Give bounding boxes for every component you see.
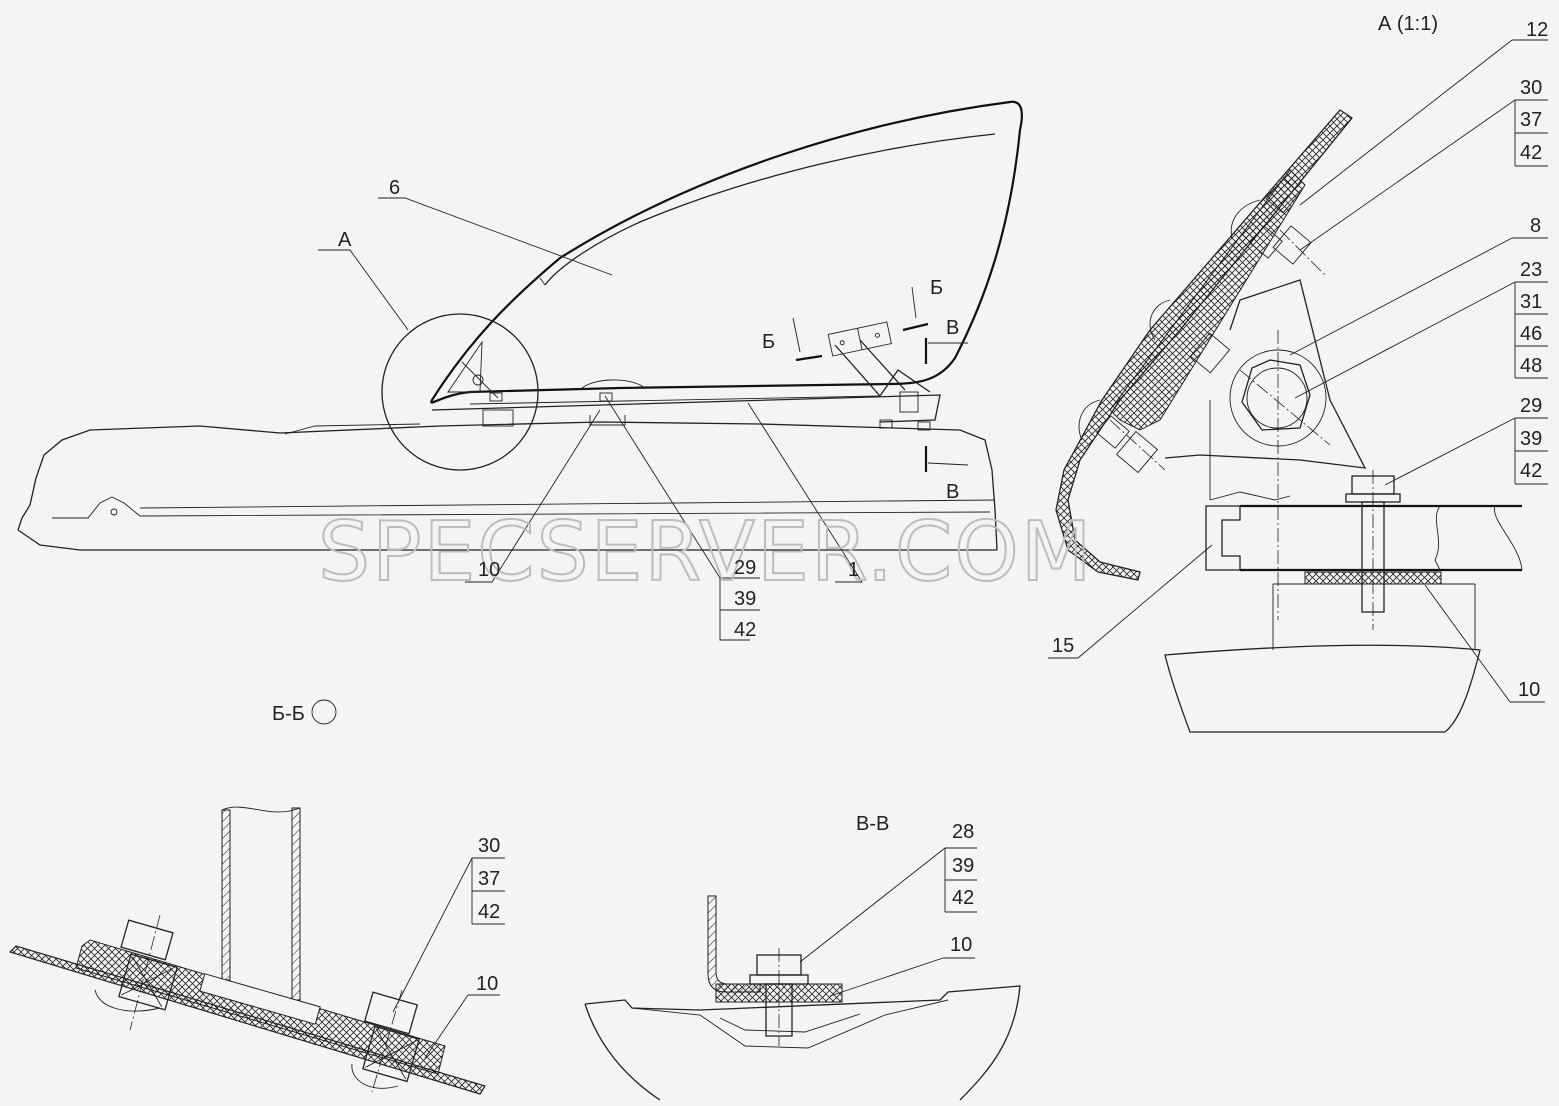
section-bb-title: Б-Б bbox=[272, 703, 305, 725]
detail-a-title: А (1:1) bbox=[1378, 13, 1438, 35]
callout-6: 6 bbox=[389, 177, 400, 199]
callout-10-bb: 10 bbox=[476, 973, 498, 995]
callout-23: 23 bbox=[1520, 259, 1542, 281]
callout-37-bb: 37 bbox=[478, 868, 500, 890]
callout-46: 46 bbox=[1520, 323, 1542, 345]
detail-a-view bbox=[1048, 39, 1548, 733]
callout-1-main: 1 bbox=[848, 559, 859, 581]
callout-39-a: 39 bbox=[1520, 428, 1542, 450]
marker-a: А bbox=[338, 229, 352, 251]
callout-30-a: 30 bbox=[1520, 77, 1542, 99]
section-vv-view bbox=[584, 847, 1021, 1101]
callout-42-vv: 42 bbox=[952, 887, 974, 909]
watermark-text: SPECSERVER.COM bbox=[318, 505, 1094, 600]
callout-29-a: 29 bbox=[1520, 395, 1542, 417]
callout-48: 48 bbox=[1520, 355, 1542, 377]
callout-42-b: 42 bbox=[1520, 460, 1542, 482]
section-vv-title: В-В bbox=[856, 813, 889, 835]
callout-39-vv: 39 bbox=[952, 855, 974, 877]
callout-42-a: 42 bbox=[1520, 142, 1542, 164]
callout-42-main: 42 bbox=[734, 619, 756, 641]
marker-v-bottom: В bbox=[946, 481, 959, 503]
callout-39-main: 39 bbox=[734, 588, 756, 610]
callout-31: 31 bbox=[1520, 291, 1542, 313]
callout-37-a: 37 bbox=[1520, 109, 1542, 131]
callout-29-main: 29 bbox=[734, 557, 756, 579]
callout-28-vv: 28 bbox=[952, 821, 974, 843]
callout-12: 12 bbox=[1526, 19, 1548, 41]
marker-v-top: В bbox=[946, 317, 959, 339]
marker-b-right: Б bbox=[930, 277, 943, 299]
callout-42-bb: 42 bbox=[478, 901, 500, 923]
marker-b-left: Б bbox=[762, 331, 775, 353]
callout-15: 15 bbox=[1052, 635, 1074, 657]
callout-10-vv: 10 bbox=[950, 934, 972, 956]
callout-30-bb: 30 bbox=[478, 835, 500, 857]
callout-10-main: 10 bbox=[478, 559, 500, 581]
main-view bbox=[17, 100, 1023, 641]
section-bb-view bbox=[8, 699, 505, 1095]
callout-10-a: 10 bbox=[1518, 679, 1540, 701]
callout-8: 8 bbox=[1530, 215, 1541, 237]
detail-circle-a bbox=[381, 313, 539, 471]
